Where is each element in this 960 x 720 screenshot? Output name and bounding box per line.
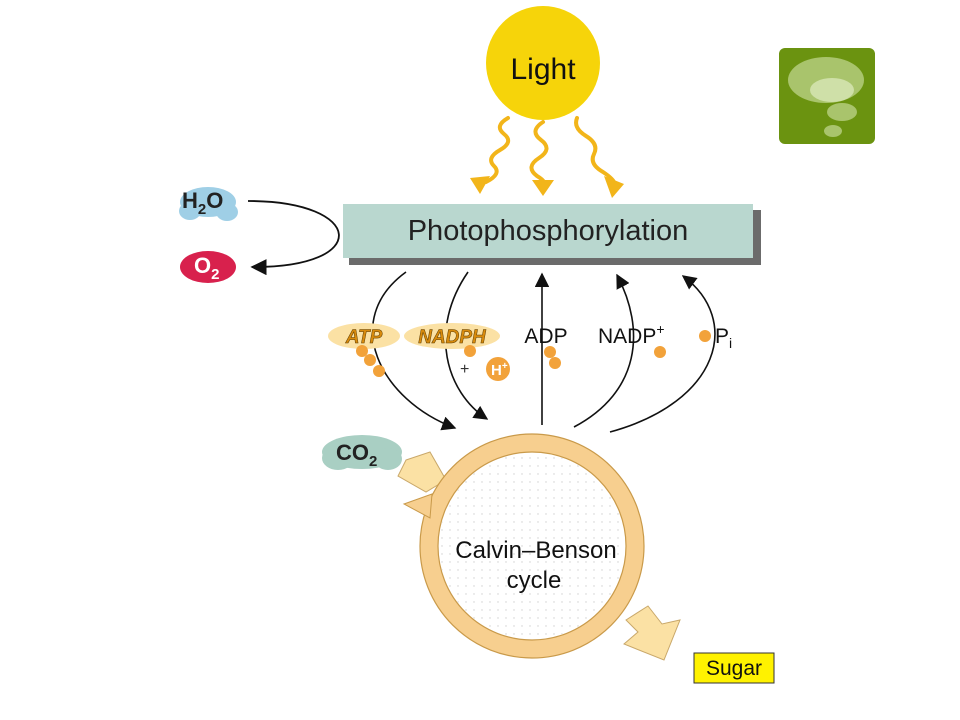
- water-label: H2O: [182, 188, 223, 218]
- adp-label: ADP: [524, 325, 567, 348]
- water-molecule: H2O: [179, 187, 238, 221]
- cycle-label-line1: Calvin–Benson: [455, 537, 616, 564]
- atp-molecule: ATP: [328, 323, 400, 377]
- oxygen-molecule: O2: [180, 251, 236, 283]
- light-sun: Light: [486, 6, 600, 120]
- light-rays: [484, 116, 616, 190]
- oxygen-label: O2: [194, 253, 219, 283]
- atp-label: ATP: [345, 327, 383, 348]
- nadph-label: NADPH: [418, 327, 487, 348]
- water-to-oxygen-arrow: [247, 200, 340, 276]
- energy-carrier-arrows: [371, 271, 489, 431]
- calvin-benson-cycle: Calvin–Benson cycle: [402, 433, 645, 659]
- nadp-label: NADP+: [598, 321, 665, 348]
- cycle-label-line2: cycle: [507, 567, 562, 594]
- co2-entry-arrow: [397, 451, 447, 493]
- sugar-box: Sugar: [693, 652, 775, 684]
- phosphate-label: Pi: [715, 325, 732, 351]
- nadp-molecule: NADP+: [598, 321, 666, 358]
- thought-bubble-icon: [779, 48, 875, 144]
- hydrogen-ion-label: H+: [491, 361, 508, 379]
- co2-molecule: CO2: [322, 435, 402, 470]
- phosphate-molecule: Pi: [699, 325, 732, 351]
- sugar-exit-arrow: [623, 605, 681, 661]
- plus-sign: +: [460, 361, 469, 378]
- light-label: Light: [510, 53, 576, 86]
- sugar-label: Sugar: [706, 657, 762, 680]
- co2-label: CO2: [336, 440, 377, 470]
- photophosphorylation-bar: Photophosphorylation: [343, 204, 761, 265]
- process-label: Photophosphorylation: [408, 215, 689, 247]
- adp-molecule: ADP: [524, 325, 568, 369]
- recycled-molecule-arrows: [534, 272, 716, 433]
- nadph-molecule: NADPH + H+: [404, 323, 510, 381]
- light-ray-heads: [470, 176, 624, 198]
